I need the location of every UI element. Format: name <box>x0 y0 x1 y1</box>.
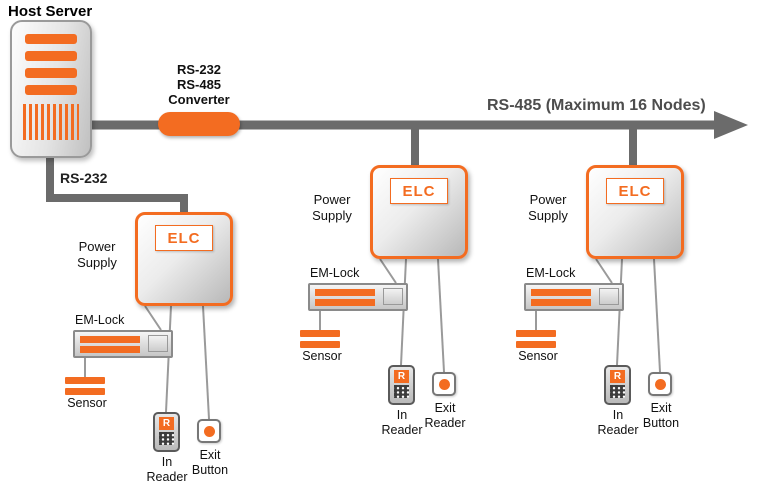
elc-label: ELC <box>606 178 664 204</box>
in-reader-label: In Reader <box>381 408 423 437</box>
exit-label: Exit Button <box>642 401 680 430</box>
em-lock-bars <box>315 289 375 306</box>
em-lock-label: EM-Lock <box>75 313 125 327</box>
exit-label: Exit Button <box>191 448 229 477</box>
reader-wire <box>165 305 172 413</box>
em-lock-plate <box>599 288 619 305</box>
elc-node-3: Power Supply ELC EM-Lock Sensor R In Rea… <box>516 165 716 465</box>
exit-wire <box>437 258 445 373</box>
power-supply-label: Power Supply <box>528 192 568 223</box>
reader-keypad <box>394 385 409 398</box>
elc-controller: ELC <box>370 165 468 259</box>
exit-wire <box>653 258 661 373</box>
elc-controller: ELC <box>135 212 233 306</box>
exit-dot <box>654 378 666 390</box>
server-vents <box>23 104 79 140</box>
unit-connector-lines <box>535 258 661 373</box>
exit-dot <box>438 378 450 390</box>
reader-r-badge: R <box>159 417 174 430</box>
bus-arrow-icon <box>714 111 748 139</box>
elc-node-1: Power Supply ELC EM-Lock Sensor R In Rea… <box>65 212 265 495</box>
em-lock-plate <box>383 288 403 305</box>
sensor-label: Sensor <box>518 349 558 363</box>
unit-connector-lines <box>84 305 210 420</box>
power-supply-label: Power Supply <box>77 239 117 270</box>
in-reader-device: R <box>604 365 631 405</box>
reader-keypad <box>610 385 625 398</box>
rs232-link-line <box>46 150 188 214</box>
in-reader-label: In Reader <box>597 408 639 437</box>
exit-device <box>648 372 672 396</box>
reader-keypad <box>159 432 174 445</box>
sensor-device <box>516 330 556 348</box>
em-lock-device <box>308 283 408 311</box>
reader-r-badge: R <box>394 370 409 383</box>
rs232-label: RS-232 <box>60 170 108 186</box>
em-lock-bars <box>531 289 591 306</box>
sensor-label: Sensor <box>302 349 342 363</box>
server-bar <box>25 51 77 61</box>
exit-device <box>432 372 456 396</box>
server-bar <box>25 68 77 78</box>
in-reader-label: In Reader <box>146 455 188 484</box>
converter-label-line1: RS-232 <box>176 62 222 77</box>
exit-wire <box>202 305 210 420</box>
elc-controller: ELC <box>586 165 684 259</box>
em-lock-label: EM-Lock <box>310 266 360 280</box>
host-server <box>10 20 92 158</box>
reader-r-badge: R <box>610 370 625 383</box>
converter-label: RS-232 RS-485 Converter <box>159 62 239 107</box>
elc-label: ELC <box>155 225 213 251</box>
in-reader-device: R <box>388 365 415 405</box>
exit-device <box>197 419 221 443</box>
converter-label-line3: Converter <box>168 92 230 107</box>
sensor-device <box>65 377 105 395</box>
em-lock-device <box>73 330 173 358</box>
em-lock-plate <box>148 335 168 352</box>
reader-wire <box>400 258 407 366</box>
sensor-device <box>300 330 340 348</box>
power-supply-label: Power Supply <box>312 192 352 223</box>
server-bar <box>25 34 77 44</box>
converter-label-line2: RS-485 <box>176 77 222 92</box>
bus-label: RS-485 (Maximum 16 Nodes) <box>487 97 706 114</box>
em-lock-device <box>524 283 624 311</box>
reader-wire <box>616 258 623 366</box>
sensor-label: Sensor <box>67 396 107 410</box>
elc-label: ELC <box>390 178 448 204</box>
emlock-wire <box>144 305 162 331</box>
em-lock-label: EM-Lock <box>526 266 576 280</box>
exit-dot <box>203 425 215 437</box>
unit-connector-lines <box>319 258 445 373</box>
emlock-wire <box>595 258 613 284</box>
exit-label: Exit Reader <box>424 401 466 430</box>
em-lock-bars <box>80 336 140 353</box>
emlock-wire <box>379 258 397 284</box>
server-bar <box>25 85 77 95</box>
in-reader-device: R <box>153 412 180 452</box>
elc-node-2: Power Supply ELC EM-Lock Sensor R In Rea… <box>300 165 500 465</box>
host-server-label: Host Server <box>8 3 93 20</box>
converter-box <box>158 112 240 136</box>
